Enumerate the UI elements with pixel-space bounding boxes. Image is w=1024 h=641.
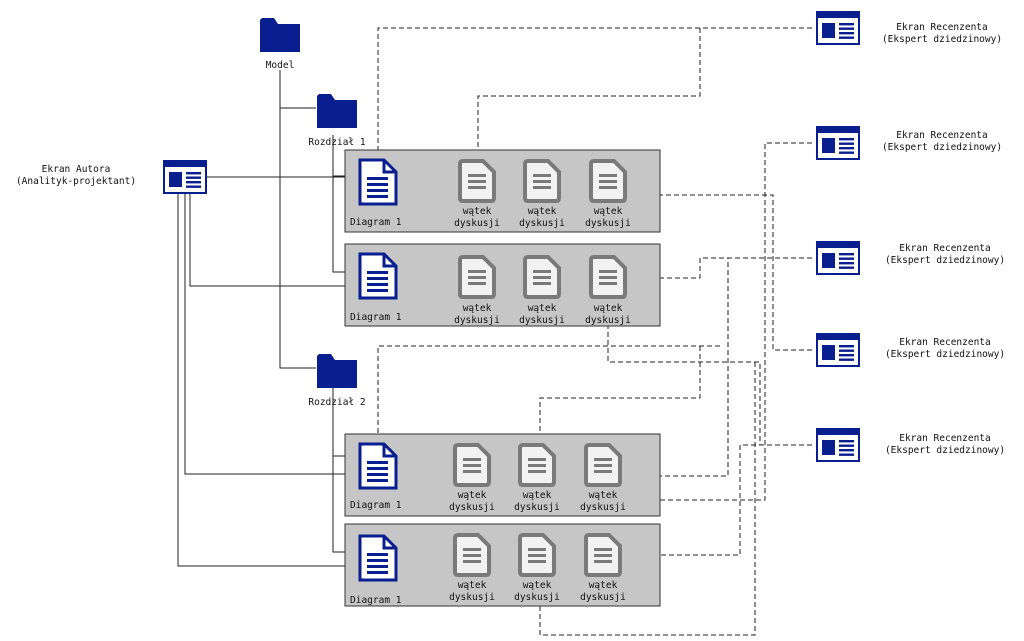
reviewer-role: (Ekspert dziedzinowy) — [885, 445, 1005, 456]
reviewer-screen[interactable]: Ekran Recenzenta (Ekspert dziedzinowy) — [815, 11, 1002, 45]
screen-icon — [815, 241, 861, 275]
screen-icon — [815, 11, 861, 45]
thread-label: dyskusji — [449, 502, 495, 513]
diagram-node[interactable]: Diagram 1 — [350, 158, 402, 228]
author-role: (Analityk-projektant) — [16, 176, 136, 187]
thread-label: wątek — [523, 580, 552, 591]
thread-label: wątek — [523, 490, 552, 501]
screen-icon — [815, 428, 861, 462]
folder-chapter-1[interactable]: Rozdział 1 — [308, 94, 366, 148]
diagram-label: Diagram 1 — [350, 312, 402, 323]
folder-model[interactable]: Model — [260, 18, 300, 71]
folder-icon — [260, 18, 300, 52]
thread-label: dyskusji — [580, 502, 626, 513]
thread-icon — [589, 255, 627, 299]
reviewer-role: (Ekspert dziedzinowy) — [882, 142, 1002, 153]
thread-icon — [518, 533, 556, 577]
diagram-label: Diagram 1 — [350, 595, 402, 606]
reviewer-title: Ekran Recenzenta — [896, 22, 988, 33]
thread-label: dyskusji — [519, 315, 565, 326]
thread-node[interactable]: wątek dyskusji — [514, 533, 560, 603]
thread-label: wątek — [458, 580, 487, 591]
thread-icon — [518, 443, 556, 487]
thread-label: wątek — [594, 206, 623, 217]
thread-icon — [584, 443, 622, 487]
reviewer-screen[interactable]: Ekran Recenzenta (Ekspert dziedzinowy) — [815, 428, 1005, 462]
author-title: Ekran Autora — [42, 164, 111, 175]
thread-label: wątek — [458, 490, 487, 501]
thread-label: dyskusji — [454, 218, 500, 229]
document-icon — [358, 442, 398, 490]
reviewer-title: Ekran Recenzenta — [899, 243, 991, 254]
folder-icon — [317, 354, 357, 388]
thread-node[interactable]: wątek dyskusji — [585, 159, 631, 229]
thread-node[interactable]: wątek dyskusji — [580, 533, 626, 603]
thread-node[interactable]: wątek dyskusji — [580, 443, 626, 513]
diagram-label: Diagram 1 — [350, 217, 402, 228]
hierarchy-connections — [177, 70, 350, 567]
folder-icon — [317, 94, 357, 128]
thread-icon — [458, 255, 496, 299]
screen-icon — [162, 160, 208, 194]
reviewer-screen[interactable]: Ekran Recenzenta (Ekspert dziedzinowy) — [815, 241, 1005, 275]
thread-node[interactable]: wątek dyskusji — [454, 255, 500, 326]
diagram-label: Diagram 1 — [350, 500, 402, 511]
thread-node[interactable]: wątek dyskusji — [519, 159, 565, 229]
folder-chapter-2[interactable]: Rozdział 2 — [308, 354, 366, 408]
diagram-node[interactable]: Diagram 1 — [350, 252, 402, 323]
thread-label: dyskusji — [580, 592, 626, 603]
thread-node[interactable]: wątek dyskusji — [449, 533, 495, 603]
reviewer-screen[interactable]: Ekran Recenzenta (Ekspert dziedzinowy) — [815, 333, 1005, 367]
thread-label: wątek — [589, 490, 618, 501]
thread-label: dyskusji — [585, 218, 631, 229]
thread-label: wątek — [463, 303, 492, 314]
thread-node[interactable]: wątek dyskusji — [585, 255, 631, 326]
thread-icon — [523, 255, 561, 299]
thread-icon — [453, 443, 491, 487]
thread-label: wątek — [589, 580, 618, 591]
thread-node[interactable]: wątek dyskusji — [449, 443, 495, 513]
thread-label: wątek — [594, 303, 623, 314]
diagram-node[interactable]: Diagram 1 — [350, 534, 402, 606]
reviewer-connections — [377, 27, 812, 636]
document-icon — [358, 534, 398, 582]
document-icon — [358, 158, 398, 206]
thread-label: dyskusji — [519, 218, 565, 229]
thread-icon — [523, 159, 561, 203]
thread-node[interactable]: wątek dyskusji — [514, 443, 560, 513]
thread-node[interactable]: wątek dyskusji — [454, 159, 500, 229]
document-icon — [358, 252, 398, 300]
author-screen[interactable]: Ekran Autora (Analityk-projektant) — [16, 160, 208, 194]
thread-icon — [584, 533, 622, 577]
thread-icon — [453, 533, 491, 577]
thread-icon — [458, 159, 496, 203]
reviewer-role: (Ekspert dziedzinowy) — [885, 255, 1005, 266]
thread-node[interactable]: wątek dyskusji — [519, 255, 565, 326]
thread-label: wątek — [463, 206, 492, 217]
thread-label: dyskusji — [585, 315, 631, 326]
reviewer-screen[interactable]: Ekran Recenzenta (Ekspert dziedzinowy) — [815, 126, 1002, 160]
reviewer-role: (Ekspert dziedzinowy) — [882, 34, 1002, 45]
diagram-node[interactable]: Diagram 1 — [350, 442, 402, 511]
thread-label: wątek — [528, 206, 557, 217]
folder-label: Rozdział 1 — [308, 137, 365, 148]
reviewer-role: (Ekspert dziedzinowy) — [885, 349, 1005, 360]
thread-label: dyskusji — [514, 502, 560, 513]
thread-label: dyskusji — [449, 592, 495, 603]
reviewer-title: Ekran Recenzenta — [899, 337, 991, 348]
reviewer-title: Ekran Recenzenta — [899, 433, 991, 444]
reviewer-title: Ekran Recenzenta — [896, 130, 988, 141]
folder-label: Model — [266, 60, 295, 71]
screen-icon — [815, 126, 861, 160]
thread-label: dyskusji — [514, 592, 560, 603]
screen-icon — [815, 333, 861, 367]
thread-icon — [589, 159, 627, 203]
thread-label: wątek — [528, 303, 557, 314]
folder-label: Rozdział 2 — [308, 397, 365, 408]
thread-label: dyskusji — [454, 315, 500, 326]
